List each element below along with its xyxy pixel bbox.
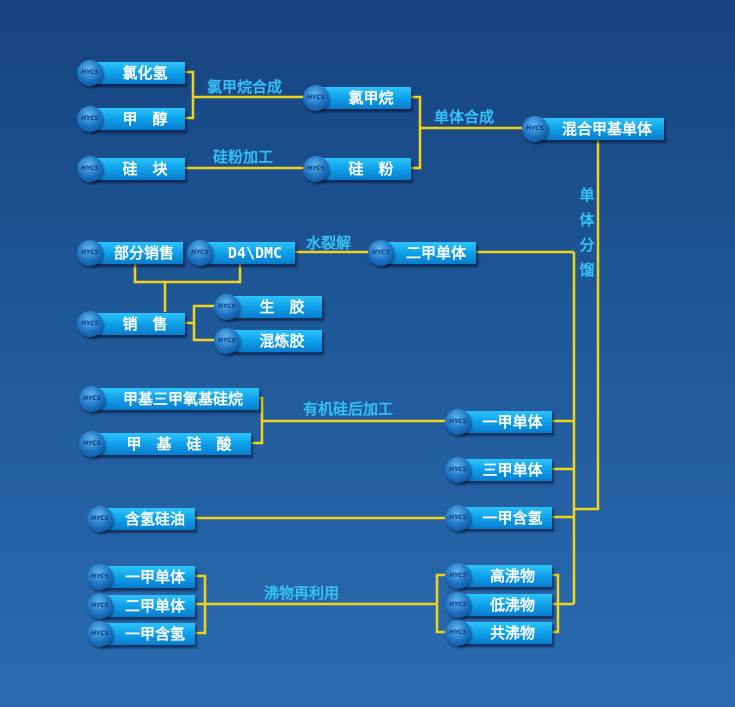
- label-char: 体: [579, 211, 595, 229]
- hycs-logo-icon: HYCS: [445, 592, 471, 618]
- hycs-logo-icon: HYCS: [303, 156, 329, 182]
- hycs-logo-icon: HYCS: [445, 563, 471, 589]
- node-label: 硅 块: [89, 158, 185, 180]
- hycs-logo-icon: HYCS: [445, 457, 471, 483]
- hycs-logo-icon: HYCS: [87, 506, 113, 532]
- node-label: 混炼胶: [226, 330, 322, 352]
- node-label: 一甲含氢: [457, 507, 552, 529]
- node-label: 二甲单体: [380, 242, 476, 264]
- hycs-logo-icon: HYCS: [522, 116, 548, 142]
- label-methyl-chloride-synthesis: 氯甲烷合成: [207, 78, 283, 96]
- node-label: 甲基三甲氧基硅烷: [91, 388, 259, 410]
- node-label: 氯化氢: [89, 62, 185, 84]
- node-label: 二甲单体: [99, 595, 195, 617]
- node-label: 生 胶: [226, 296, 322, 318]
- hycs-logo-icon: HYCS: [87, 564, 113, 590]
- label-monomer-synthesis: 单体合成: [434, 108, 495, 126]
- node-label: D4\DMC: [199, 242, 295, 264]
- hycs-logo-icon: HYCS: [77, 240, 103, 266]
- label-powder-processing: 硅粉加工: [213, 148, 274, 166]
- label-hydrolysis: 水裂解: [306, 234, 352, 252]
- hycs-logo-icon: HYCS: [214, 294, 240, 320]
- hycs-logo-icon: HYCS: [445, 505, 471, 531]
- hycs-logo-icon: HYCS: [445, 409, 471, 435]
- label-boiler-reuse: 沸物再利用: [264, 584, 340, 602]
- node-label: 部分销售: [89, 242, 183, 264]
- hycs-logo-icon: HYCS: [77, 156, 103, 182]
- label-char: 单: [579, 186, 595, 204]
- hycs-logo-icon: HYCS: [77, 106, 103, 132]
- label-post-processing: 有机硅后加工: [303, 400, 394, 418]
- hycs-logo-icon: HYCS: [445, 620, 471, 646]
- hycs-logo-icon: HYCS: [79, 431, 105, 457]
- node-label: 甲 醇: [89, 108, 185, 130]
- hycs-logo-icon: HYCS: [87, 621, 113, 647]
- hycs-logo-icon: HYCS: [77, 311, 103, 337]
- label-monomer-fractionation: 单 体 分 馏: [578, 183, 596, 283]
- node-label: 一甲含氢: [99, 623, 195, 645]
- node-label: 高沸物: [457, 565, 552, 587]
- node-label: 共沸物: [457, 622, 552, 644]
- node-label: 甲 基 硅 酸: [91, 433, 251, 455]
- hycs-logo-icon: HYCS: [303, 85, 329, 111]
- label-char: 馏: [579, 261, 595, 279]
- node-label: 一甲单体: [99, 566, 195, 588]
- node-label: 含氢硅油: [99, 508, 195, 530]
- node-label: 销 售: [89, 313, 185, 335]
- label-char: 分: [579, 236, 595, 254]
- node-label: 低沸物: [457, 594, 552, 616]
- hycs-logo-icon: HYCS: [87, 593, 113, 619]
- hycs-logo-icon: HYCS: [79, 386, 105, 412]
- node-label: 硅 粉: [315, 158, 411, 180]
- node-label: 一甲单体: [457, 411, 552, 433]
- hycs-logo-icon: HYCS: [368, 240, 394, 266]
- hycs-logo-icon: HYCS: [77, 60, 103, 86]
- node-label: 混合甲基单体: [534, 118, 664, 140]
- node-label: 三甲单体: [457, 459, 552, 481]
- node-label: 氯甲烷: [315, 87, 411, 109]
- hycs-logo-icon: HYCS: [214, 328, 240, 354]
- hycs-logo-icon: HYCS: [187, 240, 213, 266]
